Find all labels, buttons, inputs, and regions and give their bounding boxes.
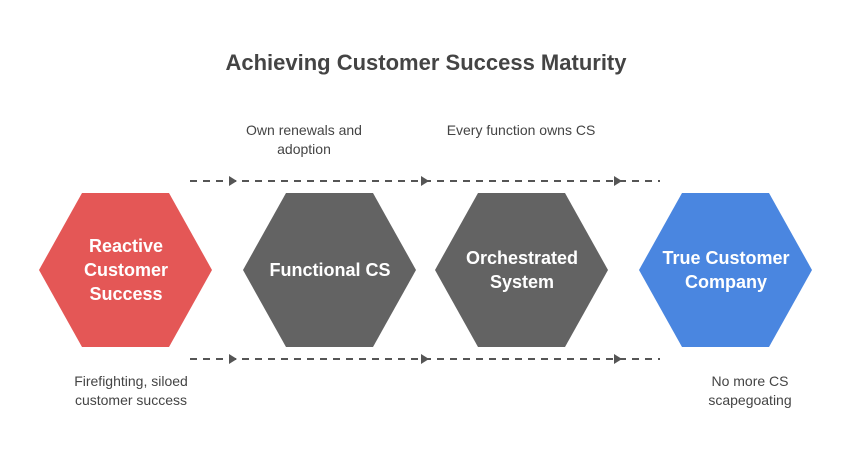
arrow-head	[421, 354, 429, 364]
diagram-title: Achieving Customer Success Maturity	[225, 50, 627, 75]
stage-hexagon-true-customer	[639, 193, 812, 347]
top-note-orchestrated: Every function owns CS	[446, 122, 596, 138]
bottom-note-reactive: Firefighting, siloed customer success	[74, 373, 188, 408]
bottom-connector-arrows	[229, 354, 622, 364]
stage-hexagon-orchestrated	[435, 193, 608, 347]
arrow-head	[421, 176, 429, 186]
arrow-head	[229, 354, 237, 364]
stage-label-reactive: Reactive Customer Success	[83, 236, 168, 304]
top-note-functional: Own renewals and adoption	[246, 122, 362, 157]
stage-label-true-customer: True Customer Company	[662, 248, 790, 292]
stage-label-orchestrated: Orchestrated System	[465, 248, 579, 292]
top-connector-arrows	[229, 176, 622, 186]
arrow-head	[229, 176, 237, 186]
arrow-head	[614, 176, 622, 186]
bottom-note-true-customer: No more CS scapegoating	[708, 373, 792, 408]
arrow-head	[614, 354, 622, 364]
stage-hexagon-functional	[243, 193, 416, 347]
stage-label-functional: Functional CS	[269, 260, 391, 280]
stage-hexagon-reactive	[39, 193, 212, 347]
